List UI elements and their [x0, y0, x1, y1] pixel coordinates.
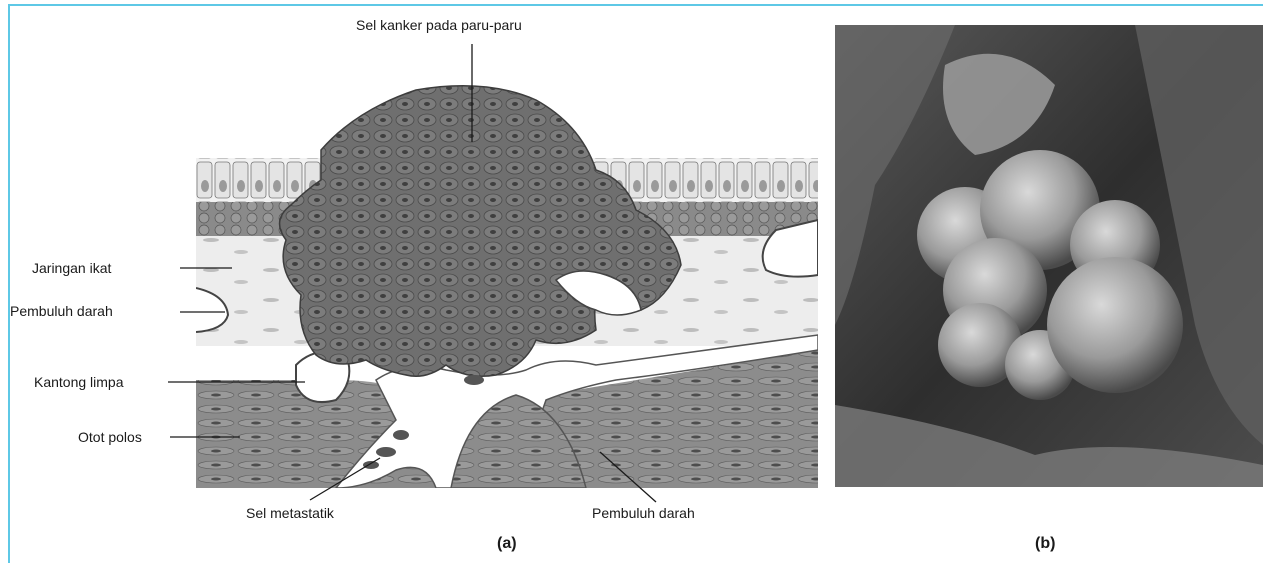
label-connective-tissue: Jaringan ikat: [32, 260, 111, 276]
label-metastatic-cell: Sel metastatik: [246, 505, 334, 521]
label-blood-vessel-left: Pembuluh darah: [10, 303, 113, 319]
label-blood-vessel-bottom: Pembuluh darah: [592, 505, 695, 521]
caption-panel-b: (b): [1035, 535, 1055, 553]
label-smooth-muscle: Otot polos: [78, 429, 142, 445]
caption-panel-a: (a): [497, 535, 517, 553]
label-lung-cancer-cell: Sel kanker pada paru-paru: [356, 17, 522, 33]
label-lymph-sac: Kantong limpa: [34, 374, 124, 390]
